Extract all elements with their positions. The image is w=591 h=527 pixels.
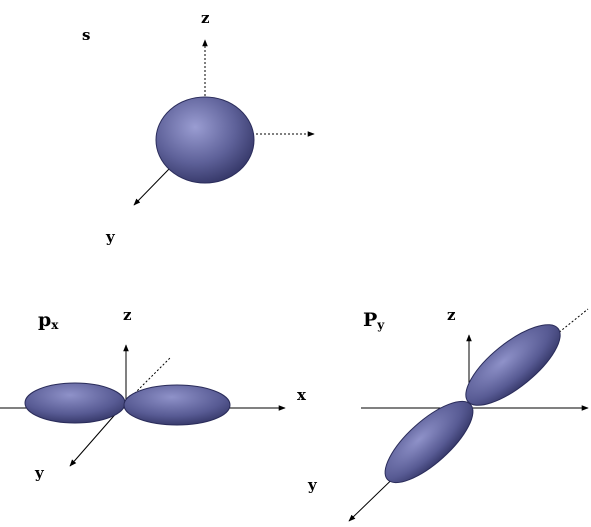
s-axis-z-label: z — [201, 9, 210, 27]
s-orbital-panel: s z y — [82, 9, 315, 246]
py-axis-y-label: y — [307, 476, 318, 494]
py-orbital-panel: Py z y — [307, 306, 589, 522]
py-lobe-upper — [465, 324, 561, 406]
px-axis-z-label: z — [123, 306, 132, 324]
s-orbital-sphere — [155, 96, 255, 184]
px-axis-y-label: y — [34, 464, 45, 482]
px-title: px — [38, 309, 59, 332]
py-title: Py — [363, 309, 385, 332]
s-axis-y-label: y — [105, 228, 116, 246]
s-axis-y — [133, 167, 171, 206]
px-axis-x-label: x — [297, 386, 307, 404]
px-lobe-right — [123, 384, 231, 426]
px-lobe-left — [24, 382, 126, 424]
px-orbital-panel: px z x y — [0, 306, 307, 482]
py-axis-z-label: z — [447, 306, 456, 324]
s-title: s — [82, 26, 90, 44]
py-lobe-lower — [384, 400, 474, 484]
